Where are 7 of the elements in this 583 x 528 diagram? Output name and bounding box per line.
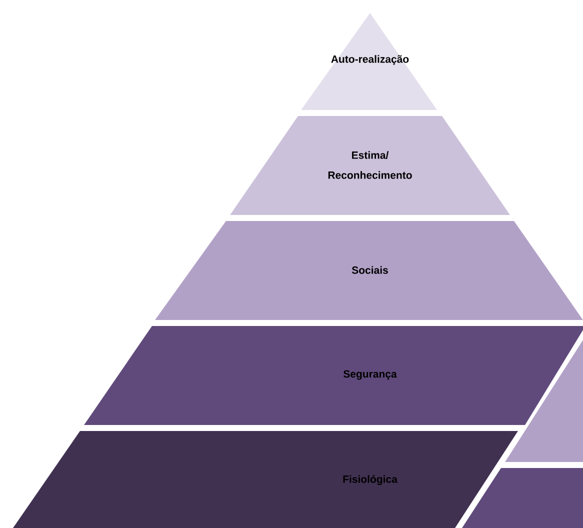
pyramid-level: Fisiológica bbox=[13, 431, 518, 528]
pyramid-level: Estima/ Reconhecimento bbox=[230, 116, 510, 215]
pyramid-level: Sociais bbox=[155, 221, 583, 320]
pyramid-level: Segurança bbox=[84, 326, 583, 425]
pyramid-level-drawing bbox=[505, 340, 583, 462]
pyramid-level: Auto-realização bbox=[301, 13, 437, 110]
pyramid-level-drawing bbox=[462, 468, 583, 528]
